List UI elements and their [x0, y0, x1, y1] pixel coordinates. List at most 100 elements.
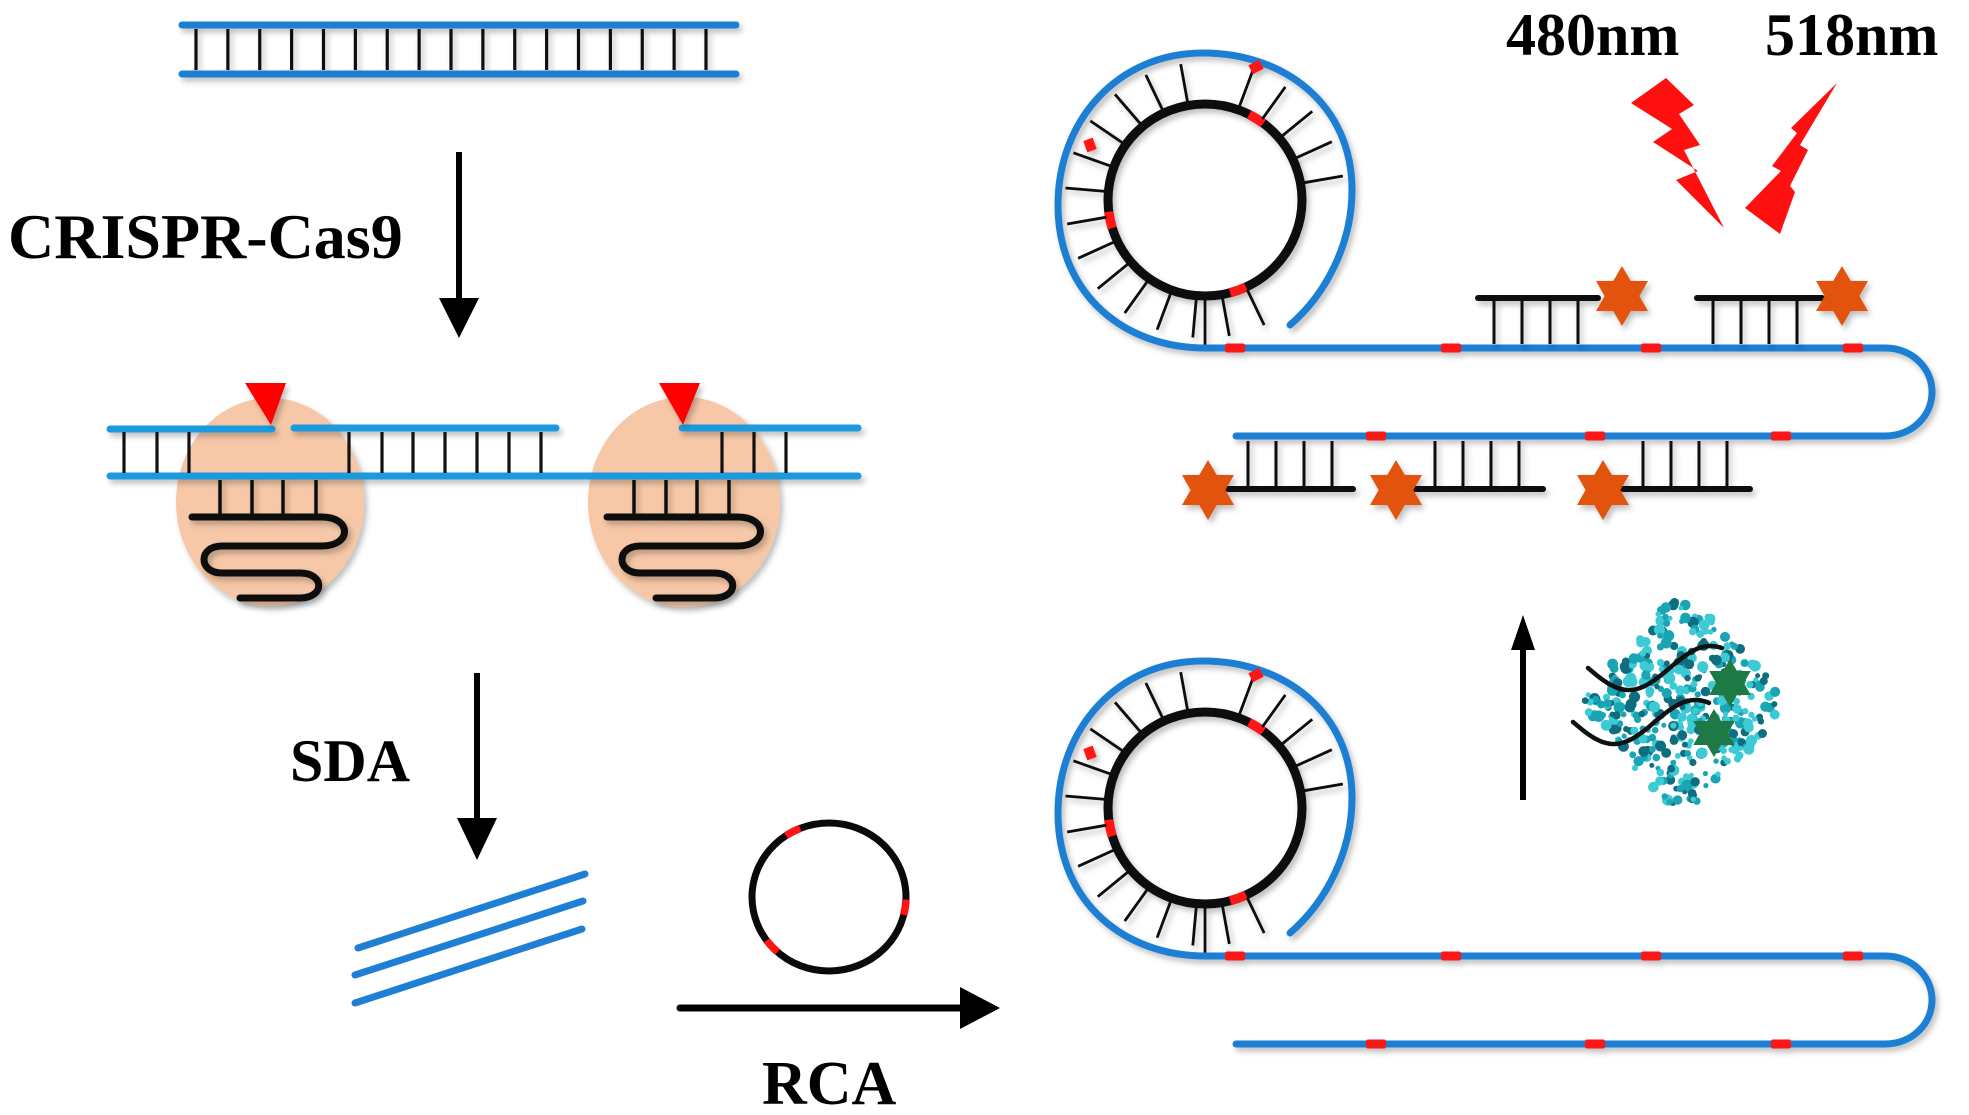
- protein-atom: [1769, 709, 1780, 720]
- quenching-nanomaterial-cluster: [1570, 598, 1781, 806]
- protein-atom: [1631, 764, 1639, 772]
- protein-atom: [1628, 662, 1635, 669]
- protein-atom: [1661, 722, 1667, 728]
- protein-atom: [1757, 718, 1765, 725]
- padlock-circle: [1103, 707, 1307, 909]
- protein-atom: [1648, 781, 1659, 793]
- fluorescent-probe: [1182, 441, 1356, 520]
- recognition-site-mark: [1585, 1039, 1605, 1049]
- protein-atom: [1584, 708, 1593, 717]
- protein-atom: [1599, 712, 1606, 719]
- fluorophore-star-icon: [1370, 460, 1422, 520]
- protein-atom: [1742, 708, 1749, 715]
- rca-strand-group: [1054, 49, 1936, 441]
- rca-product-with-probes: [1054, 49, 1936, 520]
- base-pair-rung: [1261, 86, 1287, 120]
- recognition-site-mark: [783, 824, 802, 839]
- base-pair-rung: [1245, 289, 1266, 326]
- base-pair-rung: [1123, 888, 1149, 922]
- protein-atom: [1703, 783, 1709, 789]
- protein-atom: [1674, 752, 1681, 759]
- protein-atom: [1675, 685, 1686, 696]
- protein-atom: [1670, 759, 1677, 766]
- base-pair-rung: [1089, 119, 1124, 145]
- rca-ssdna-strand: [1054, 49, 1936, 440]
- protein-atom: [1684, 674, 1691, 682]
- protein-atom: [1728, 729, 1739, 739]
- protein-atom: [1755, 673, 1761, 679]
- protein-atom: [1656, 643, 1664, 651]
- protein-atom: [1688, 738, 1694, 744]
- protein-atom: [1638, 710, 1646, 718]
- recognition-site-mark: [1585, 431, 1605, 441]
- protein-atom: [1751, 716, 1758, 722]
- protein-atom: [1733, 754, 1742, 763]
- fluorescent-probe: [1370, 441, 1546, 520]
- base-pair-rung: [1303, 174, 1344, 185]
- fluorophore-star-icon: [1596, 266, 1648, 326]
- fluorescent-probe: [1577, 441, 1753, 520]
- protein-atom: [1666, 798, 1673, 806]
- recognition-site-mark: [1246, 718, 1267, 736]
- recognition-site-mark: [1441, 951, 1461, 961]
- protein-atom: [1661, 793, 1668, 800]
- protein-atom: [1669, 598, 1680, 608]
- protein-atom: [1655, 740, 1666, 752]
- protein-atom: [1603, 699, 1612, 708]
- protein-atom: [1696, 747, 1708, 759]
- recognition-site-mark: [1248, 59, 1264, 75]
- base-pair-rung: [1077, 848, 1115, 868]
- quencher-star-icon: [1709, 659, 1751, 707]
- protein-atom: [1690, 777, 1700, 787]
- rca-ssdna-strand: [1054, 657, 1936, 1048]
- protein-atom: [1732, 714, 1740, 722]
- bound-ssdna-wave: [1585, 643, 1725, 693]
- protein-atom: [1687, 789, 1697, 798]
- recognition-site-mark: [1843, 951, 1863, 961]
- protein-atom: [1674, 664, 1684, 675]
- protein-atom: [1653, 624, 1665, 635]
- protein-atom: [1612, 711, 1621, 720]
- protein-atom: [1607, 658, 1618, 670]
- base-pair-rung: [1155, 900, 1173, 939]
- quencher-star-icon: [1693, 709, 1735, 757]
- recognition-site-mark: [1225, 951, 1245, 961]
- protein-atom: [1663, 672, 1676, 685]
- base-pair-rung: [1295, 140, 1333, 160]
- base-pair-rung: [1144, 682, 1165, 719]
- recognition-site-mark: [1104, 819, 1117, 838]
- recognition-site-mark: [1771, 1039, 1791, 1049]
- protein-atom: [1662, 619, 1671, 627]
- protein-atom: [1740, 659, 1749, 668]
- fluorophore-star-icon: [1182, 460, 1234, 520]
- protein-atom: [1581, 697, 1589, 704]
- rca-strand-group: [1054, 657, 1936, 1049]
- base-pair-rung: [1280, 110, 1314, 138]
- protein-atom: [1719, 652, 1730, 663]
- protein-atom: [1721, 755, 1727, 761]
- protein-atom: [1723, 711, 1729, 717]
- base-pair-rung: [1077, 240, 1115, 260]
- recognition-site-mark: [1083, 745, 1097, 761]
- fluorescent-probe: [1694, 266, 1868, 344]
- crispr-cas9-label: CRISPR-Cas9: [8, 201, 403, 272]
- protein-atom: [1662, 613, 1669, 621]
- base-pair-rung: [1065, 794, 1106, 801]
- protein-atom: [1686, 725, 1696, 735]
- recognition-site-mark: [1248, 667, 1264, 683]
- protein-atom: [1670, 722, 1677, 729]
- protein-atom: [1641, 670, 1651, 680]
- protein-atom: [1636, 637, 1646, 648]
- arrow-detection-step: [1511, 615, 1535, 800]
- recognition-site-mark: [1083, 137, 1097, 153]
- protein-atom: [1684, 750, 1692, 757]
- ssdna-product: [351, 925, 586, 1007]
- excitation-wavelength-label: 480nm: [1506, 2, 1679, 68]
- ssdna-product: [351, 897, 587, 979]
- protein-atom: [1710, 775, 1719, 783]
- target-dsdna: [178, 21, 740, 78]
- base-pair-rung: [1113, 701, 1142, 734]
- base-pair-rung: [1245, 897, 1266, 934]
- protein-atom: [1661, 748, 1672, 758]
